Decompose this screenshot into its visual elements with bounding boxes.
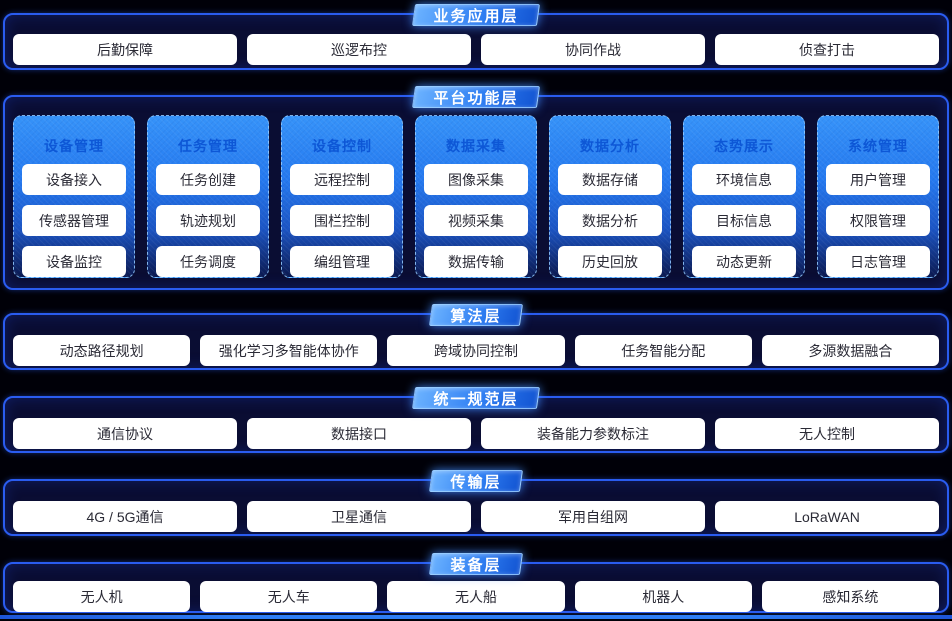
layer-title: 业务应用层 [433,7,519,25]
column-item: 数据传输 [424,246,528,277]
column-item: 目标信息 [692,205,796,236]
layer-band-transport: 传输层 4G / 5G通信 卫星通信 军用自组网 LoRaWAN [3,474,949,536]
layer-badge-transport: 传输层 [430,470,521,492]
column-title: 设备管理 [44,138,104,154]
platform-column-device-control: 设备控制 远程控制 围栏控制 编组管理 [281,115,403,278]
layer-item: 多源数据融合 [761,335,940,366]
layer-item: 4G / 5G通信 [13,501,237,532]
layer-title: 平台功能层 [433,89,519,107]
column-item: 设备监控 [22,246,126,277]
layer-band-specification: 统一规范层 通信协议 数据接口 装备能力参数标注 无人控制 [3,391,949,453]
column-item: 视频采集 [424,205,528,236]
layer-item: 数据接口 [247,418,471,449]
platform-column-data-collection: 数据采集 图像采集 视频采集 数据传输 [415,115,537,278]
column-title: 数据分析 [580,138,640,154]
platform-columns-row: 设备管理 设备接入 传感器管理 设备监控 任务管理 任务创建 轨迹规划 任务调度… [13,115,939,278]
bottom-accent-bar [0,615,952,619]
layer-items-row: 通信协议 数据接口 装备能力参数标注 无人控制 [13,418,939,449]
layer-item: 军用自组网 [481,501,705,532]
column-title: 设备控制 [312,138,372,154]
column-title: 态势展示 [714,138,774,154]
layer-item: 无人控制 [715,418,939,449]
layer-badge-platform: 平台功能层 [413,86,538,108]
layer-band-business: 业务应用层 后勤保障 巡逻布控 协同作战 侦查打击 [3,8,949,70]
column-title: 任务管理 [178,138,238,154]
layer-item: 巡逻布控 [247,34,471,65]
layer-title: 统一规范层 [433,390,519,408]
platform-column-data-analysis: 数据分析 数据存储 数据分析 历史回放 [549,115,671,278]
layer-badge-equipment: 装备层 [430,553,521,575]
layer-item: 无人车 [200,581,378,612]
layer-items-row: 后勤保障 巡逻布控 协同作战 侦查打击 [13,34,939,65]
column-item: 权限管理 [826,205,930,236]
column-item: 日志管理 [826,246,930,277]
layer-items-row: 无人机 无人车 无人船 机器人 感知系统 [13,581,940,612]
column-item: 动态更新 [692,246,796,277]
layer-item: 任务智能分配 [574,335,752,366]
column-item: 任务调度 [156,246,260,277]
layer-item: 机器人 [574,581,752,612]
column-item: 数据存储 [558,164,662,195]
column-item: 图像采集 [424,164,528,195]
column-item: 轨迹规划 [156,205,260,236]
column-item: 远程控制 [290,164,394,195]
layer-band-algorithm: 算法层 动态路径规划 强化学习多智能体协作 跨域协同控制 任务智能分配 多源数据… [3,308,949,370]
layer-item: 装备能力参数标注 [481,418,705,449]
layer-items-row: 4G / 5G通信 卫星通信 军用自组网 LoRaWAN [13,501,939,532]
column-item: 用户管理 [826,164,930,195]
layer-item: 协同作战 [481,34,705,65]
column-item: 环境信息 [692,164,796,195]
column-item: 历史回放 [558,246,662,277]
layer-item: 卫星通信 [247,501,471,532]
layer-item: 侦查打击 [715,34,939,65]
column-item: 数据分析 [558,205,662,236]
column-item: 任务创建 [156,164,260,195]
layer-badge-algorithm: 算法层 [430,304,521,326]
column-item: 传感器管理 [22,205,126,236]
layer-band-equipment: 装备层 无人机 无人车 无人船 机器人 感知系统 [3,557,949,613]
layer-item: 通信协议 [13,418,237,449]
layer-item: 强化学习多智能体协作 [200,335,378,366]
layer-item: 后勤保障 [13,34,237,65]
platform-column-device-management: 设备管理 设备接入 传感器管理 设备监控 [13,115,135,278]
layer-item: 无人机 [13,581,191,612]
layer-item: 感知系统 [761,581,940,612]
layer-item: 无人船 [387,581,565,612]
column-item: 围栏控制 [290,205,394,236]
layer-title: 装备层 [450,556,502,574]
column-item: 设备接入 [22,164,126,195]
column-title: 系统管理 [848,138,908,154]
layer-band-platform: 平台功能层 设备管理 设备接入 传感器管理 设备监控 任务管理 任务创建 轨迹规… [3,90,949,290]
layer-title: 传输层 [450,473,502,491]
column-item: 编组管理 [290,246,394,277]
layer-title: 算法层 [450,307,502,325]
layer-badge-business: 业务应用层 [413,4,538,26]
column-title: 数据采集 [446,138,506,154]
layer-item: 跨域协同控制 [387,335,565,366]
layer-item: 动态路径规划 [13,335,191,366]
layer-badge-specification: 统一规范层 [413,387,538,409]
platform-column-system-management: 系统管理 用户管理 权限管理 日志管理 [817,115,939,278]
layer-item: LoRaWAN [715,501,939,532]
platform-column-task-management: 任务管理 任务创建 轨迹规划 任务调度 [147,115,269,278]
platform-column-situation-display: 态势展示 环境信息 目标信息 动态更新 [683,115,805,278]
layer-items-row: 动态路径规划 强化学习多智能体协作 跨域协同控制 任务智能分配 多源数据融合 [13,335,940,366]
